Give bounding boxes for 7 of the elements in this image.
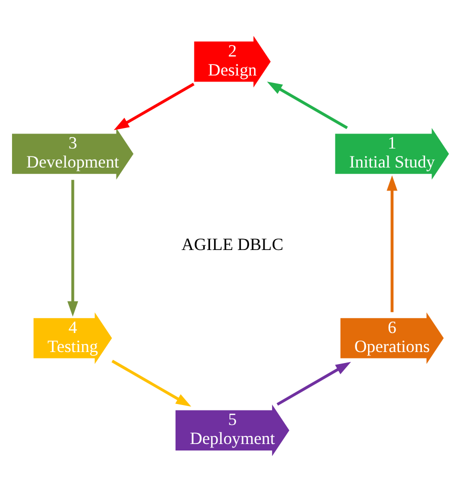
- arrow: [67, 179, 78, 316]
- arrow: [386, 174, 398, 312]
- arrow: [114, 82, 194, 130]
- arrow: [267, 81, 348, 129]
- arrow: [112, 359, 192, 406]
- arrow: [276, 361, 351, 406]
- node-text: AGILE DBLC: [182, 234, 284, 254]
